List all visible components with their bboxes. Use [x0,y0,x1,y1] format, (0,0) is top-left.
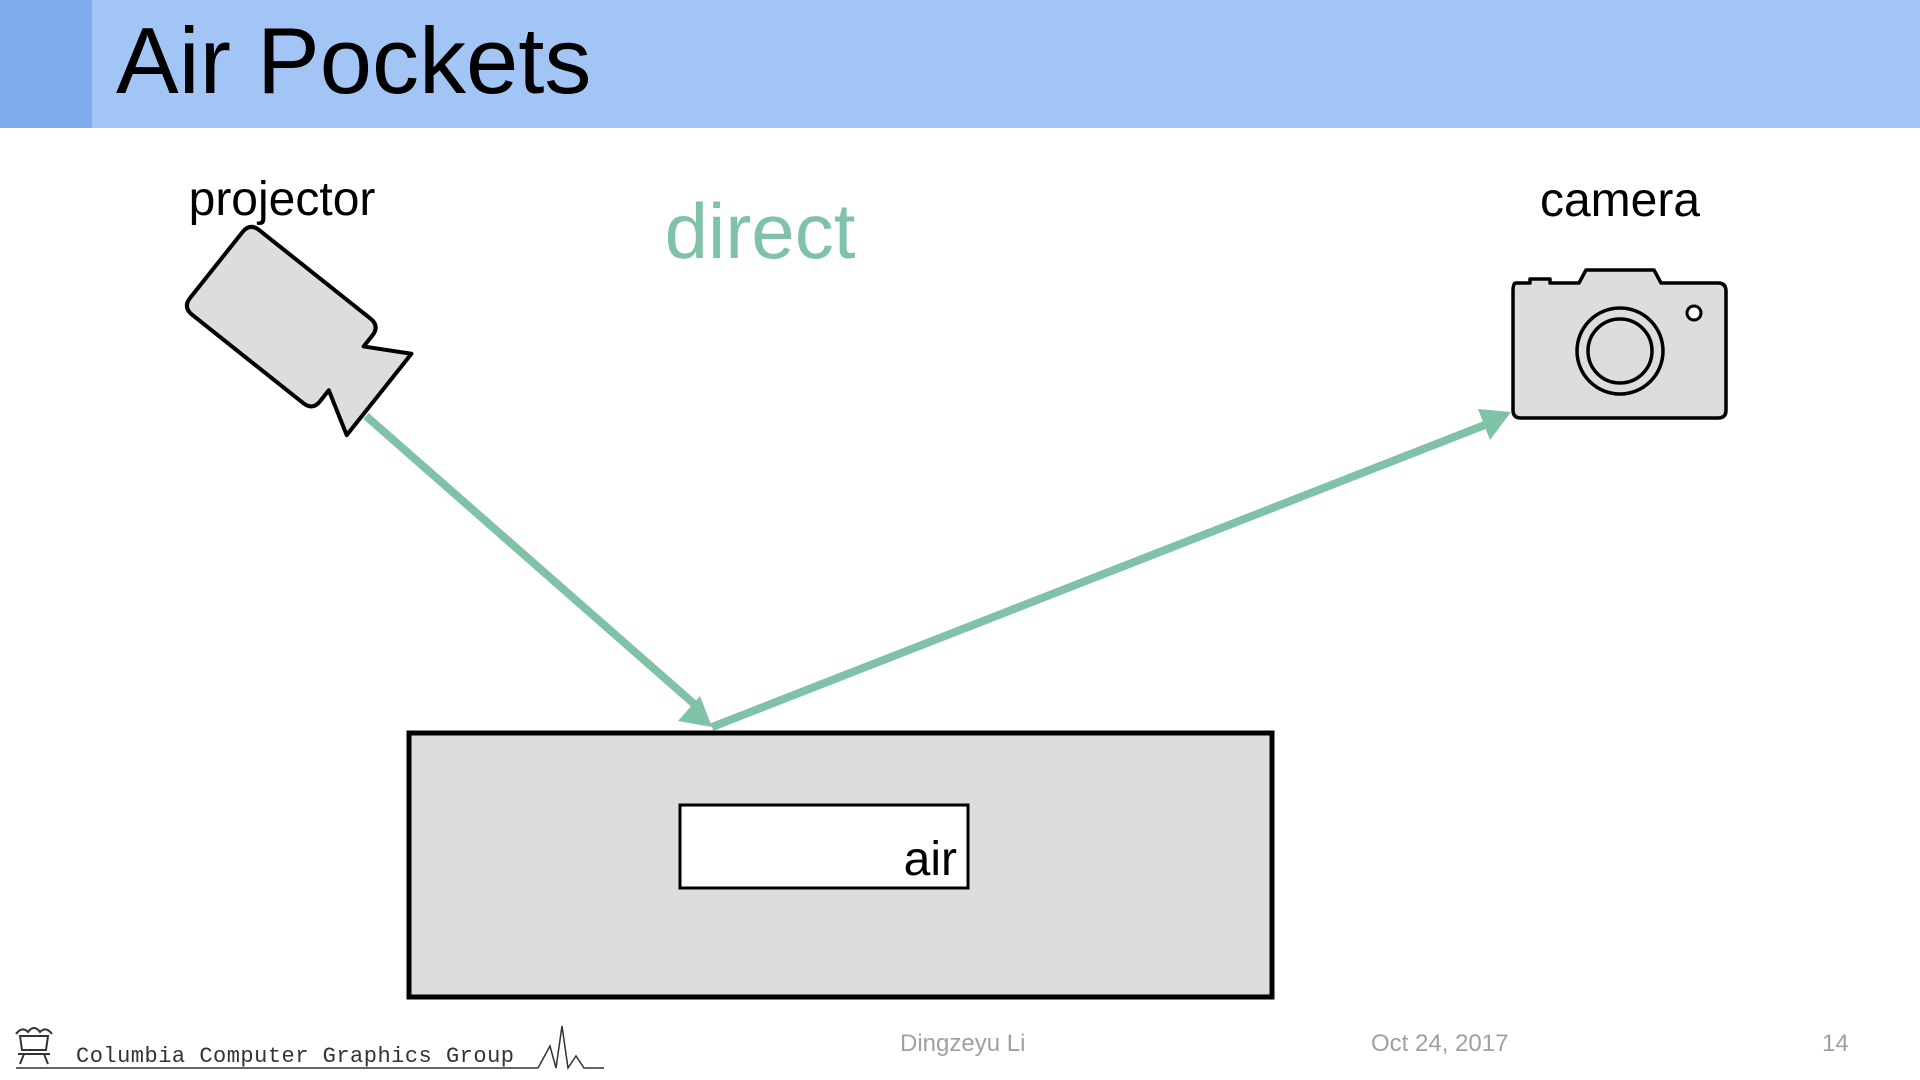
title-bar [0,0,1920,128]
footer-page-number: 14 [1822,1030,1849,1057]
photo-camera-icon [1511,268,1728,420]
air-pocket [678,803,970,890]
columbia-crown-icon [15,1027,53,1065]
footer-brand: Columbia Computer Graphics Group [15,1025,604,1070]
pulse-line-icon [537,1025,604,1070]
video-camera-icon [184,224,414,438]
footer-date: Oct 24, 2017 [1371,1030,1509,1057]
camera-label: camera [1540,174,1700,227]
air-label: air [904,833,957,886]
projector-label: projector [189,173,376,226]
reflected-ray [710,409,1511,731]
title-accent [0,0,92,128]
slide-title: Air Pockets [116,8,592,113]
incident-ray [363,412,712,727]
footer-author: Dingzeyu Li [900,1030,1026,1057]
group-name: Columbia Computer Graphics Group [76,1044,514,1069]
direct-label: direct [665,187,856,275]
